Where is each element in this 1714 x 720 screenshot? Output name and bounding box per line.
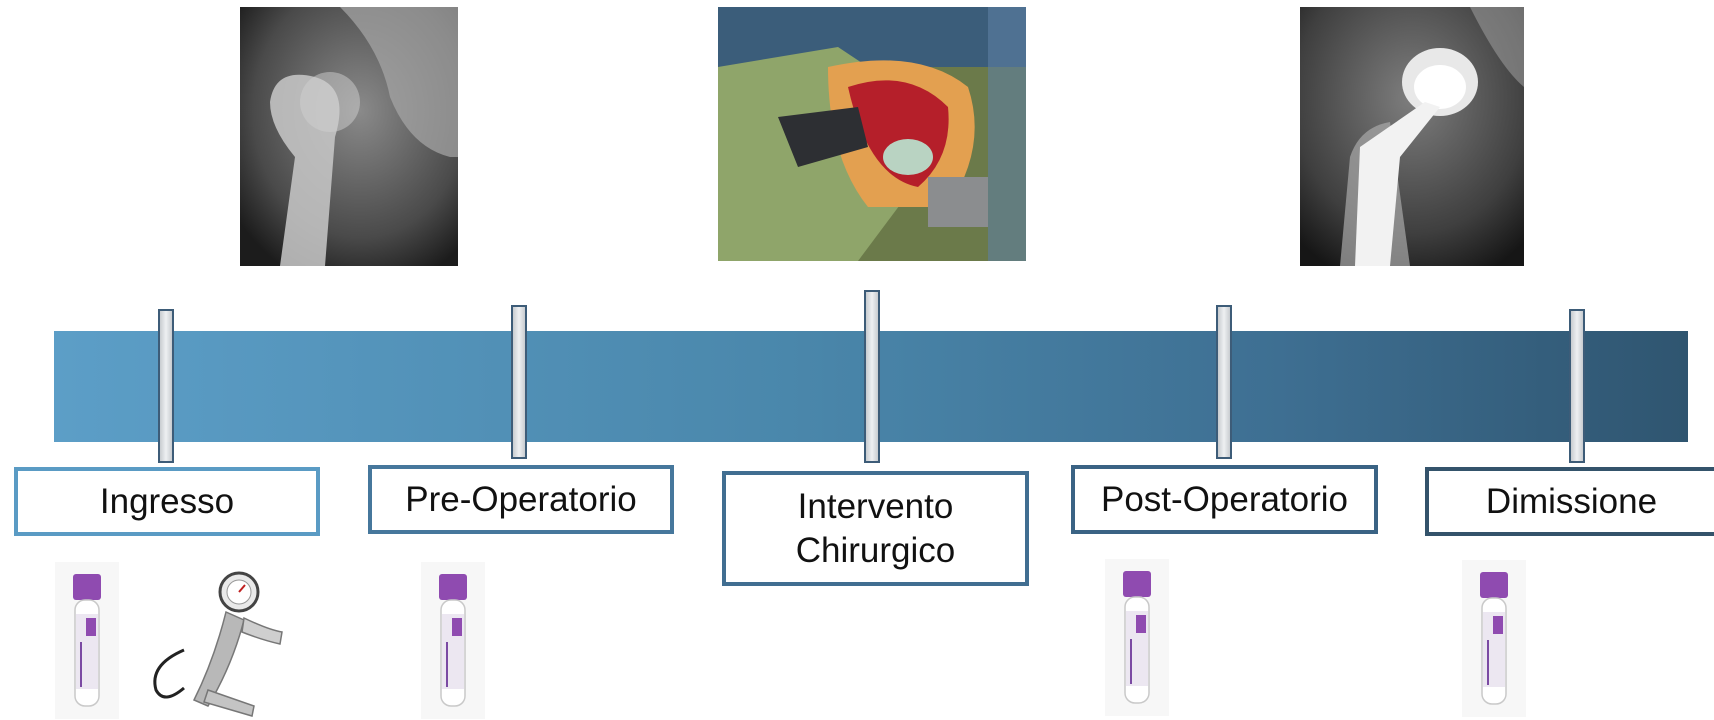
timeline-marker (158, 309, 174, 463)
stage-label: Post-Operatorio (1100, 479, 1349, 519)
hip-prosthesis-xray-image (1300, 7, 1524, 266)
stage-pre-operatorio: Pre-Operatorio (368, 465, 674, 534)
stage-label-line1: Intervento (797, 486, 954, 526)
timeline-marker (1216, 305, 1232, 459)
stage-ingresso: Ingresso (14, 467, 320, 536)
timeline-marker (511, 305, 527, 459)
stage-intervento-chirurgico: Intervento Chirurgico (722, 471, 1029, 586)
stage-post-operatorio: Post-Operatorio (1071, 465, 1378, 534)
blood-tube-icon (55, 562, 119, 719)
timeline-marker (864, 290, 880, 463)
blood-tube-icon (1462, 560, 1526, 717)
surgery-photo (718, 7, 1026, 261)
blood-tube-icon (421, 562, 485, 719)
stage-label: Dimissione (1485, 481, 1658, 521)
stage-label: Ingresso (99, 481, 235, 521)
blood-tube-icon (1105, 559, 1169, 716)
hand-dynamometer-icon (144, 570, 286, 720)
stage-label: Pre-Operatorio (405, 479, 637, 519)
timeline-marker (1569, 309, 1585, 463)
hip-xray-image (240, 7, 458, 266)
stage-label-line2: Chirurgico (795, 530, 956, 570)
stage-dimissione: Dimissione (1425, 467, 1714, 536)
